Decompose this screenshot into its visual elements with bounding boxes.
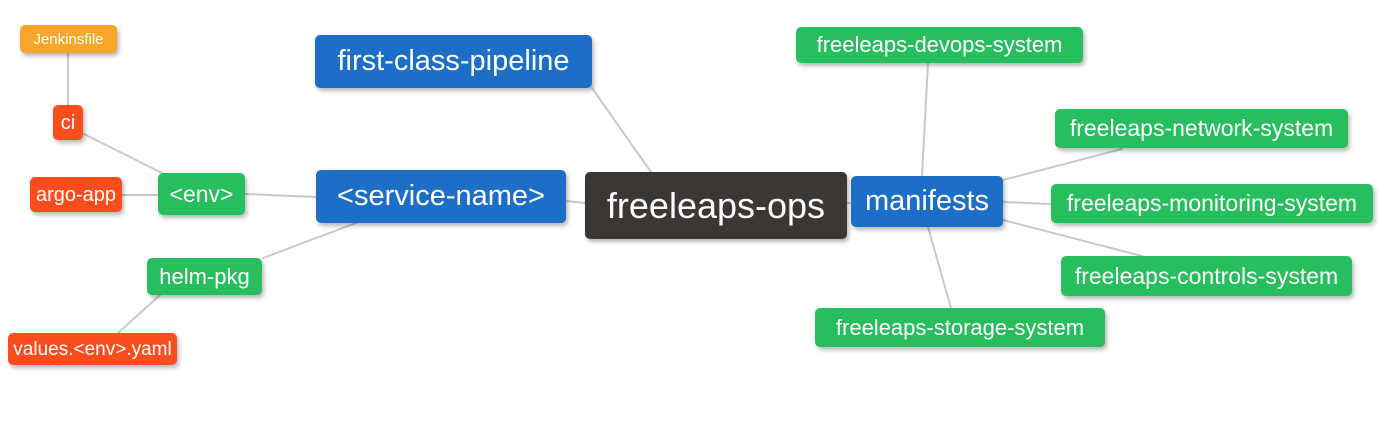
edge-first-class-pipeline-to-freeleaps-ops <box>591 87 652 173</box>
node-manifests[interactable]: manifests <box>851 176 1003 227</box>
node-jenkinsfile[interactable]: Jenkinsfile <box>20 25 117 53</box>
node-label: manifests <box>864 185 990 217</box>
node-helm-pkg[interactable]: helm-pkg <box>147 258 262 295</box>
node-label: freeleaps-controls-system <box>1074 262 1339 289</box>
node-label: <service-name> <box>337 180 545 212</box>
edge-service-name-to-freeleaps-ops <box>565 200 586 204</box>
node-argo-app[interactable]: argo-app <box>30 177 122 212</box>
node-env[interactable]: <env> <box>158 173 245 215</box>
node-freeleaps-network-system[interactable]: freeleaps-network-system <box>1055 109 1348 148</box>
node-label: freeleaps-devops-system <box>816 32 1063 57</box>
node-label: freeleaps-storage-system <box>835 314 1085 340</box>
edge-helm-pkg-to-values-env-yaml <box>117 294 161 334</box>
node-label: ci <box>60 111 76 134</box>
node-label: freeleaps-ops <box>606 184 826 226</box>
edge-manifests-to-freeleaps-monitoring-system <box>1002 201 1052 205</box>
node-label: argo-app <box>35 183 117 206</box>
node-label: first-class-pipeline <box>337 45 570 77</box>
node-freeleaps-devops-system[interactable]: freeleaps-devops-system <box>796 27 1083 63</box>
node-values-env-yaml[interactable]: values.<env>.yaml <box>8 333 177 365</box>
edge-manifests-to-freeleaps-storage-system <box>927 226 952 309</box>
node-freeleaps-monitoring-system[interactable]: freeleaps-monitoring-system <box>1051 184 1373 223</box>
node-label: freeleaps-monitoring-system <box>1066 190 1358 216</box>
node-freeleaps-ops[interactable]: freeleaps-ops <box>585 172 847 239</box>
edge-manifests-to-freeleaps-controls-system <box>1002 219 1143 257</box>
node-label: values.<env>.yaml <box>13 338 172 360</box>
node-first-class-pipeline[interactable]: first-class-pipeline <box>315 35 592 88</box>
node-ci[interactable]: ci <box>53 105 83 140</box>
edge-manifests-to-freeleaps-devops-system <box>921 62 929 177</box>
node-label: <env> <box>169 180 234 207</box>
node-service-name[interactable]: <service-name> <box>316 170 566 223</box>
node-label: Jenkinsfile <box>33 30 104 48</box>
edge-ci-to-env <box>83 133 167 176</box>
node-label: helm-pkg <box>159 263 250 289</box>
node-freeleaps-storage-system[interactable]: freeleaps-storage-system <box>815 308 1105 347</box>
node-freeleaps-controls-system[interactable]: freeleaps-controls-system <box>1061 256 1352 296</box>
edge-env-to-service-name <box>244 193 317 198</box>
edge-manifests-to-freeleaps-network-system <box>1002 148 1123 181</box>
edge-service-name-to-helm-pkg <box>262 222 357 259</box>
node-label: freeleaps-network-system <box>1069 115 1334 141</box>
